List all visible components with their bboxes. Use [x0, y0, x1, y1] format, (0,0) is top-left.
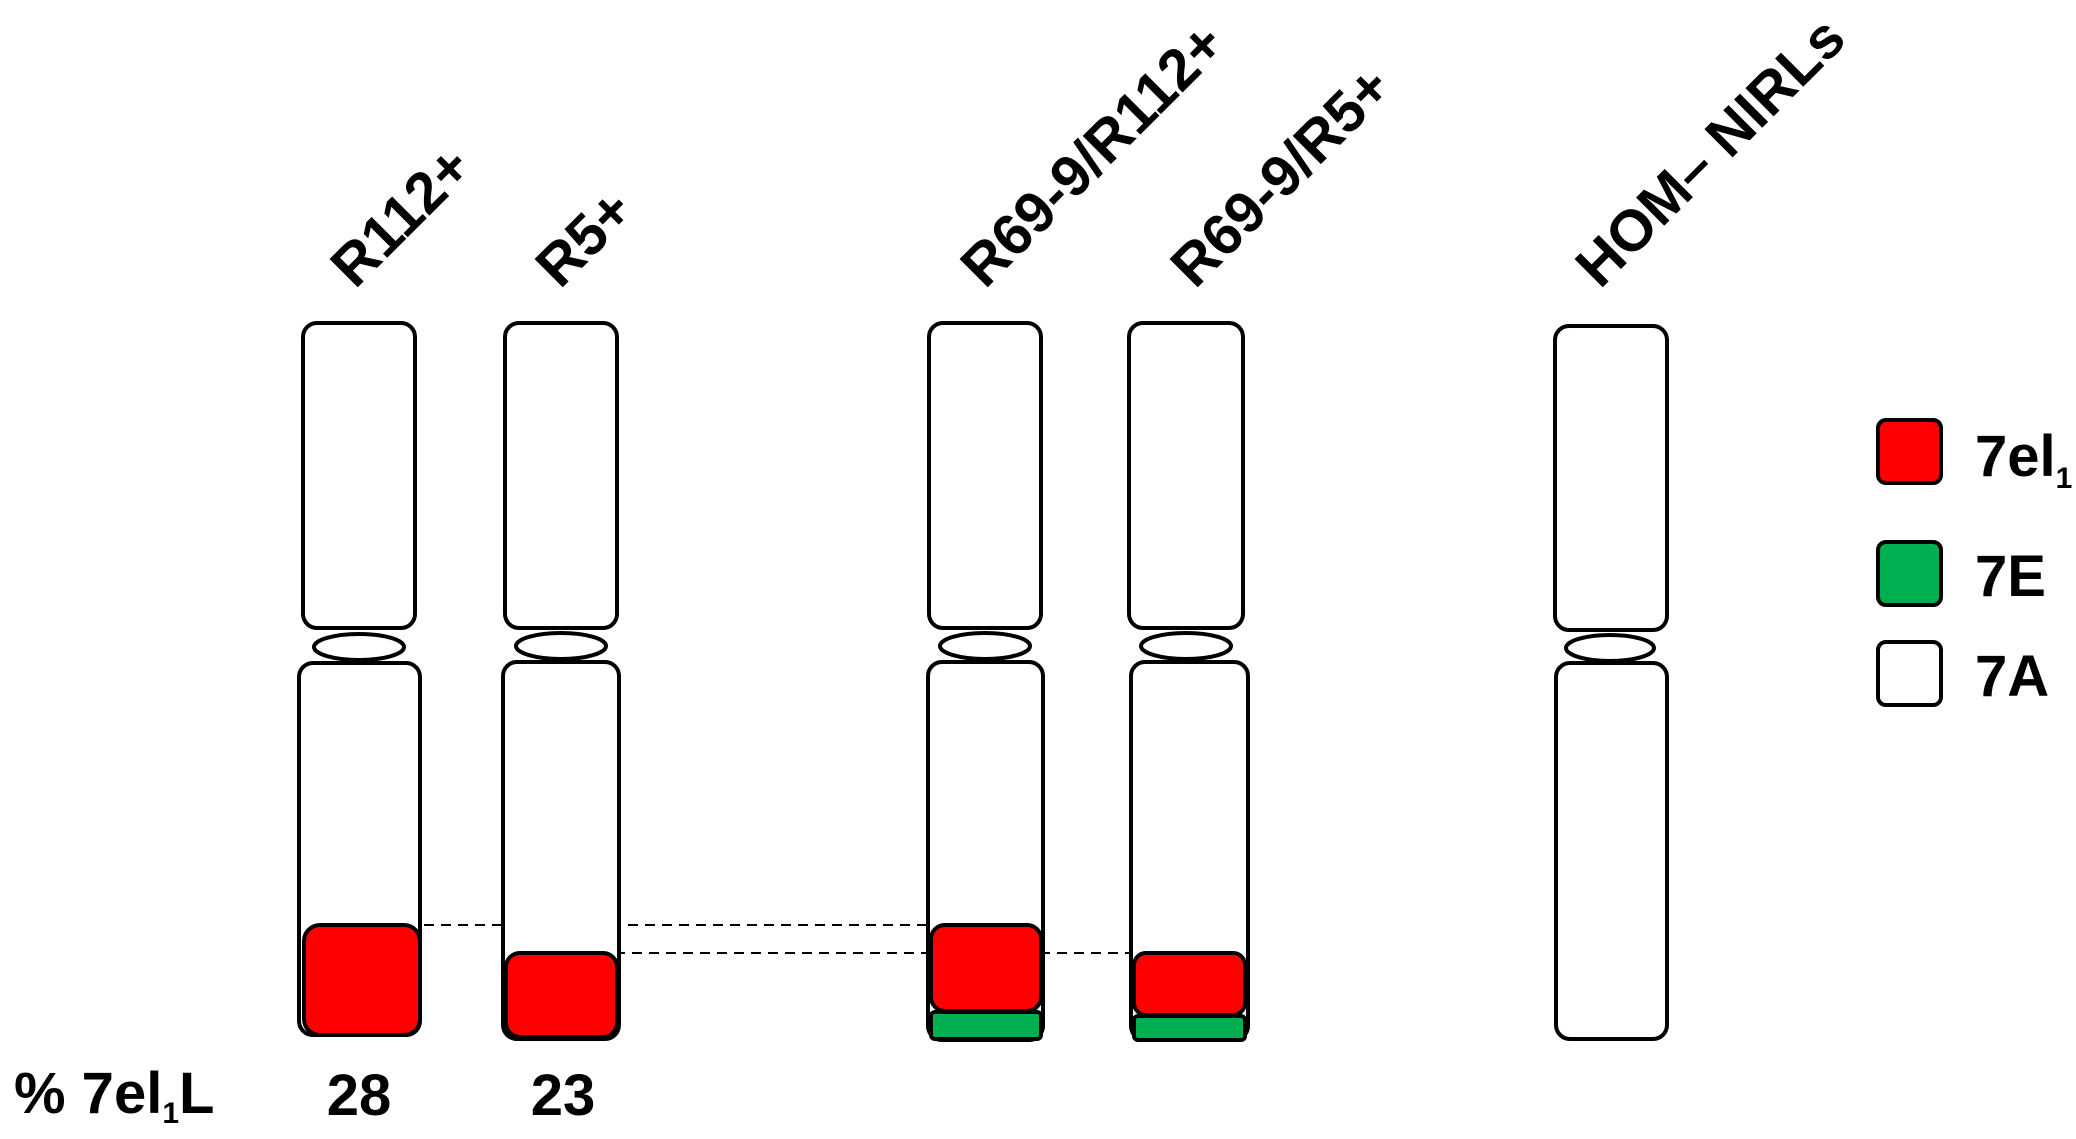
- legend: 7el1 7E 7A: [1876, 418, 2072, 709]
- centromere: [1139, 631, 1233, 661]
- percent-row-prefix: % 7el: [14, 1061, 162, 1126]
- centromere: [312, 632, 406, 662]
- 7e-segment: [929, 1010, 1043, 1041]
- 7el1-segment: [929, 923, 1043, 1013]
- legend-label-subscript: 1: [2056, 462, 2073, 495]
- percent-value: 23: [531, 1063, 596, 1128]
- short-arm: [301, 321, 417, 630]
- 7e-segment: [1132, 1014, 1247, 1042]
- percent-row-subscript: 1: [162, 1097, 179, 1130]
- chromosome-hom-nirls: HOM– NIRLs: [1553, 5, 1858, 1041]
- short-arm: [503, 321, 619, 630]
- legend-label-7a: 7A: [1975, 644, 2049, 709]
- 7el1-segment: [1132, 951, 1247, 1017]
- chromosome-r112: R112+ 28: [297, 133, 484, 1128]
- 7el1-segment: [302, 923, 422, 1037]
- percent-value: 28: [327, 1063, 392, 1128]
- centromere: [938, 631, 1032, 661]
- long-arm: [1554, 661, 1669, 1041]
- short-arm: [1127, 321, 1245, 630]
- legend-label-7e: 7E: [1975, 544, 2046, 609]
- short-arm: [927, 321, 1043, 630]
- chromosome-r5: R5+ 23: [501, 177, 646, 1128]
- 7el1-segment: [504, 951, 619, 1039]
- centromere: [514, 631, 608, 661]
- chromosome-label: R5+: [523, 177, 645, 299]
- chromosome-label: HOM– NIRLs: [1563, 5, 1857, 299]
- legend-swatch-7e: [1876, 540, 1943, 607]
- chromosome-label: R112+: [318, 133, 484, 299]
- percent-row-suffix: L: [179, 1061, 214, 1126]
- legend-swatch-7el1: [1876, 418, 1943, 485]
- legend-label-main: 7el: [1975, 424, 2056, 489]
- centromere: [1564, 633, 1656, 663]
- legend-label-7el1: 7el1: [1975, 424, 2072, 495]
- legend-swatch-7a: [1876, 640, 1943, 707]
- short-arm: [1553, 324, 1669, 632]
- chromosome-r69-9-r5: R69-9/R5+: [1127, 54, 1404, 1042]
- percent-row-label: % 7el1L: [14, 1061, 214, 1130]
